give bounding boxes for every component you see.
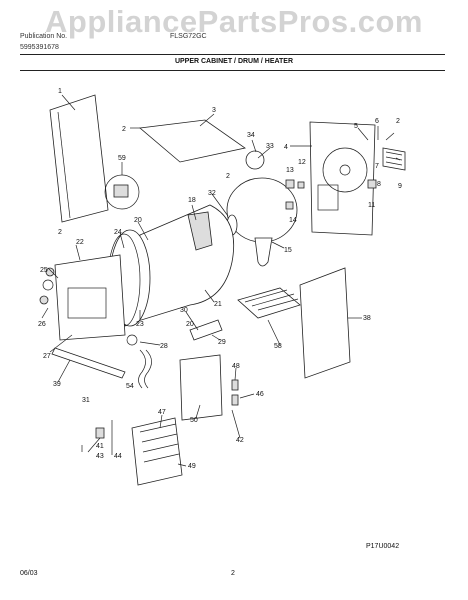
- callout-18: 18: [188, 197, 196, 204]
- callout-30: 30: [180, 307, 188, 314]
- callout-8: 8: [377, 181, 381, 188]
- callout-labels: 1 2 3 2 34 33 4 5 6 2 7 8 9 13 12 14 11 …: [38, 88, 402, 470]
- callout-9: 9: [398, 183, 402, 190]
- callout-49: 49: [188, 463, 196, 470]
- callout-5: 5: [354, 123, 358, 130]
- callout-15: 15: [284, 247, 292, 254]
- part-drying-rack: [237, 287, 301, 319]
- callout-2d: 2: [58, 229, 62, 236]
- callout-2c: 2: [396, 118, 400, 125]
- watermark: AppliancePartsPros.com: [45, 4, 423, 39]
- publication-number: 5995391678: [20, 44, 59, 51]
- callout-25: 25: [40, 267, 48, 274]
- callout-13: 13: [286, 167, 294, 174]
- callout-31: 31: [82, 397, 90, 404]
- callout-20b: 20: [186, 321, 194, 328]
- part-side-panel: [299, 267, 351, 379]
- callout-23: 23: [136, 321, 144, 328]
- part-clips: [231, 379, 239, 406]
- callout-14: 14: [289, 217, 297, 224]
- callout-38: 38: [363, 315, 371, 322]
- callout-33: 33: [266, 143, 274, 150]
- callout-32: 32: [208, 190, 216, 197]
- part-heater-bulkhead: [226, 177, 298, 267]
- drawing-id: P17U0042: [366, 543, 400, 550]
- callout-4: 4: [284, 144, 288, 151]
- part-small-fittings: [285, 179, 377, 210]
- callout-59: 59: [118, 155, 126, 162]
- callout-43: 43: [96, 453, 104, 460]
- header-rule-top: [20, 54, 445, 55]
- callout-6: 6: [375, 118, 379, 125]
- part-vent-grille: [382, 147, 406, 171]
- part-top-panel: [49, 94, 109, 223]
- part-rear-bearing: [245, 150, 265, 170]
- callout-47: 47: [158, 409, 166, 416]
- part-gas-valve-parts: [81, 420, 113, 455]
- callout-28: 28: [160, 343, 168, 350]
- part-door-fittings: [39, 267, 55, 305]
- part-lint-housing: [131, 417, 183, 486]
- callout-3: 3: [212, 107, 216, 114]
- callout-39: 39: [53, 381, 61, 388]
- callout-41: 41: [96, 443, 104, 450]
- part-drum: [107, 204, 235, 327]
- footer-page: 2: [231, 570, 235, 577]
- callout-24: 24: [114, 229, 122, 236]
- callout-46: 46: [256, 391, 264, 398]
- callout-20a: 20: [134, 217, 142, 224]
- callout-21: 21: [214, 301, 222, 308]
- header-rule-bottom: [20, 70, 445, 71]
- footer-date: 06/03: [20, 570, 38, 577]
- part-access-panel: [179, 354, 223, 421]
- callout-27: 27: [43, 353, 51, 360]
- callout-2a: 2: [122, 126, 126, 133]
- part-front-panel: [42, 254, 126, 341]
- callout-12: 12: [298, 159, 306, 166]
- callout-2b: 2: [226, 173, 230, 180]
- publication-label: Publication No.: [20, 33, 68, 40]
- part-toe-panel: [51, 347, 126, 379]
- part-switch: [104, 174, 140, 210]
- callout-7: 7: [375, 163, 379, 170]
- part-top-cover: [139, 119, 246, 163]
- callout-29: 29: [218, 339, 226, 346]
- callout-44: 44: [114, 453, 122, 460]
- callout-50: 50: [190, 417, 198, 424]
- callout-26: 26: [38, 321, 46, 328]
- callout-42a: 42: [236, 437, 244, 444]
- callout-34: 34: [247, 132, 255, 139]
- part-bracket: [189, 319, 223, 341]
- leader-lines: [41, 94, 401, 467]
- callout-22: 22: [76, 239, 84, 246]
- section-title: UPPER CABINET / DRUM / HEATER: [174, 58, 294, 65]
- model-number: FLSG72GC: [170, 33, 207, 40]
- part-wire-harness: [126, 334, 152, 389]
- part-rear-panel: [309, 121, 376, 236]
- callout-11: 11: [368, 202, 375, 209]
- callout-1: 1: [58, 88, 62, 95]
- callout-54: 54: [126, 383, 134, 390]
- callout-58: 58: [274, 343, 282, 350]
- callout-48: 48: [232, 363, 240, 370]
